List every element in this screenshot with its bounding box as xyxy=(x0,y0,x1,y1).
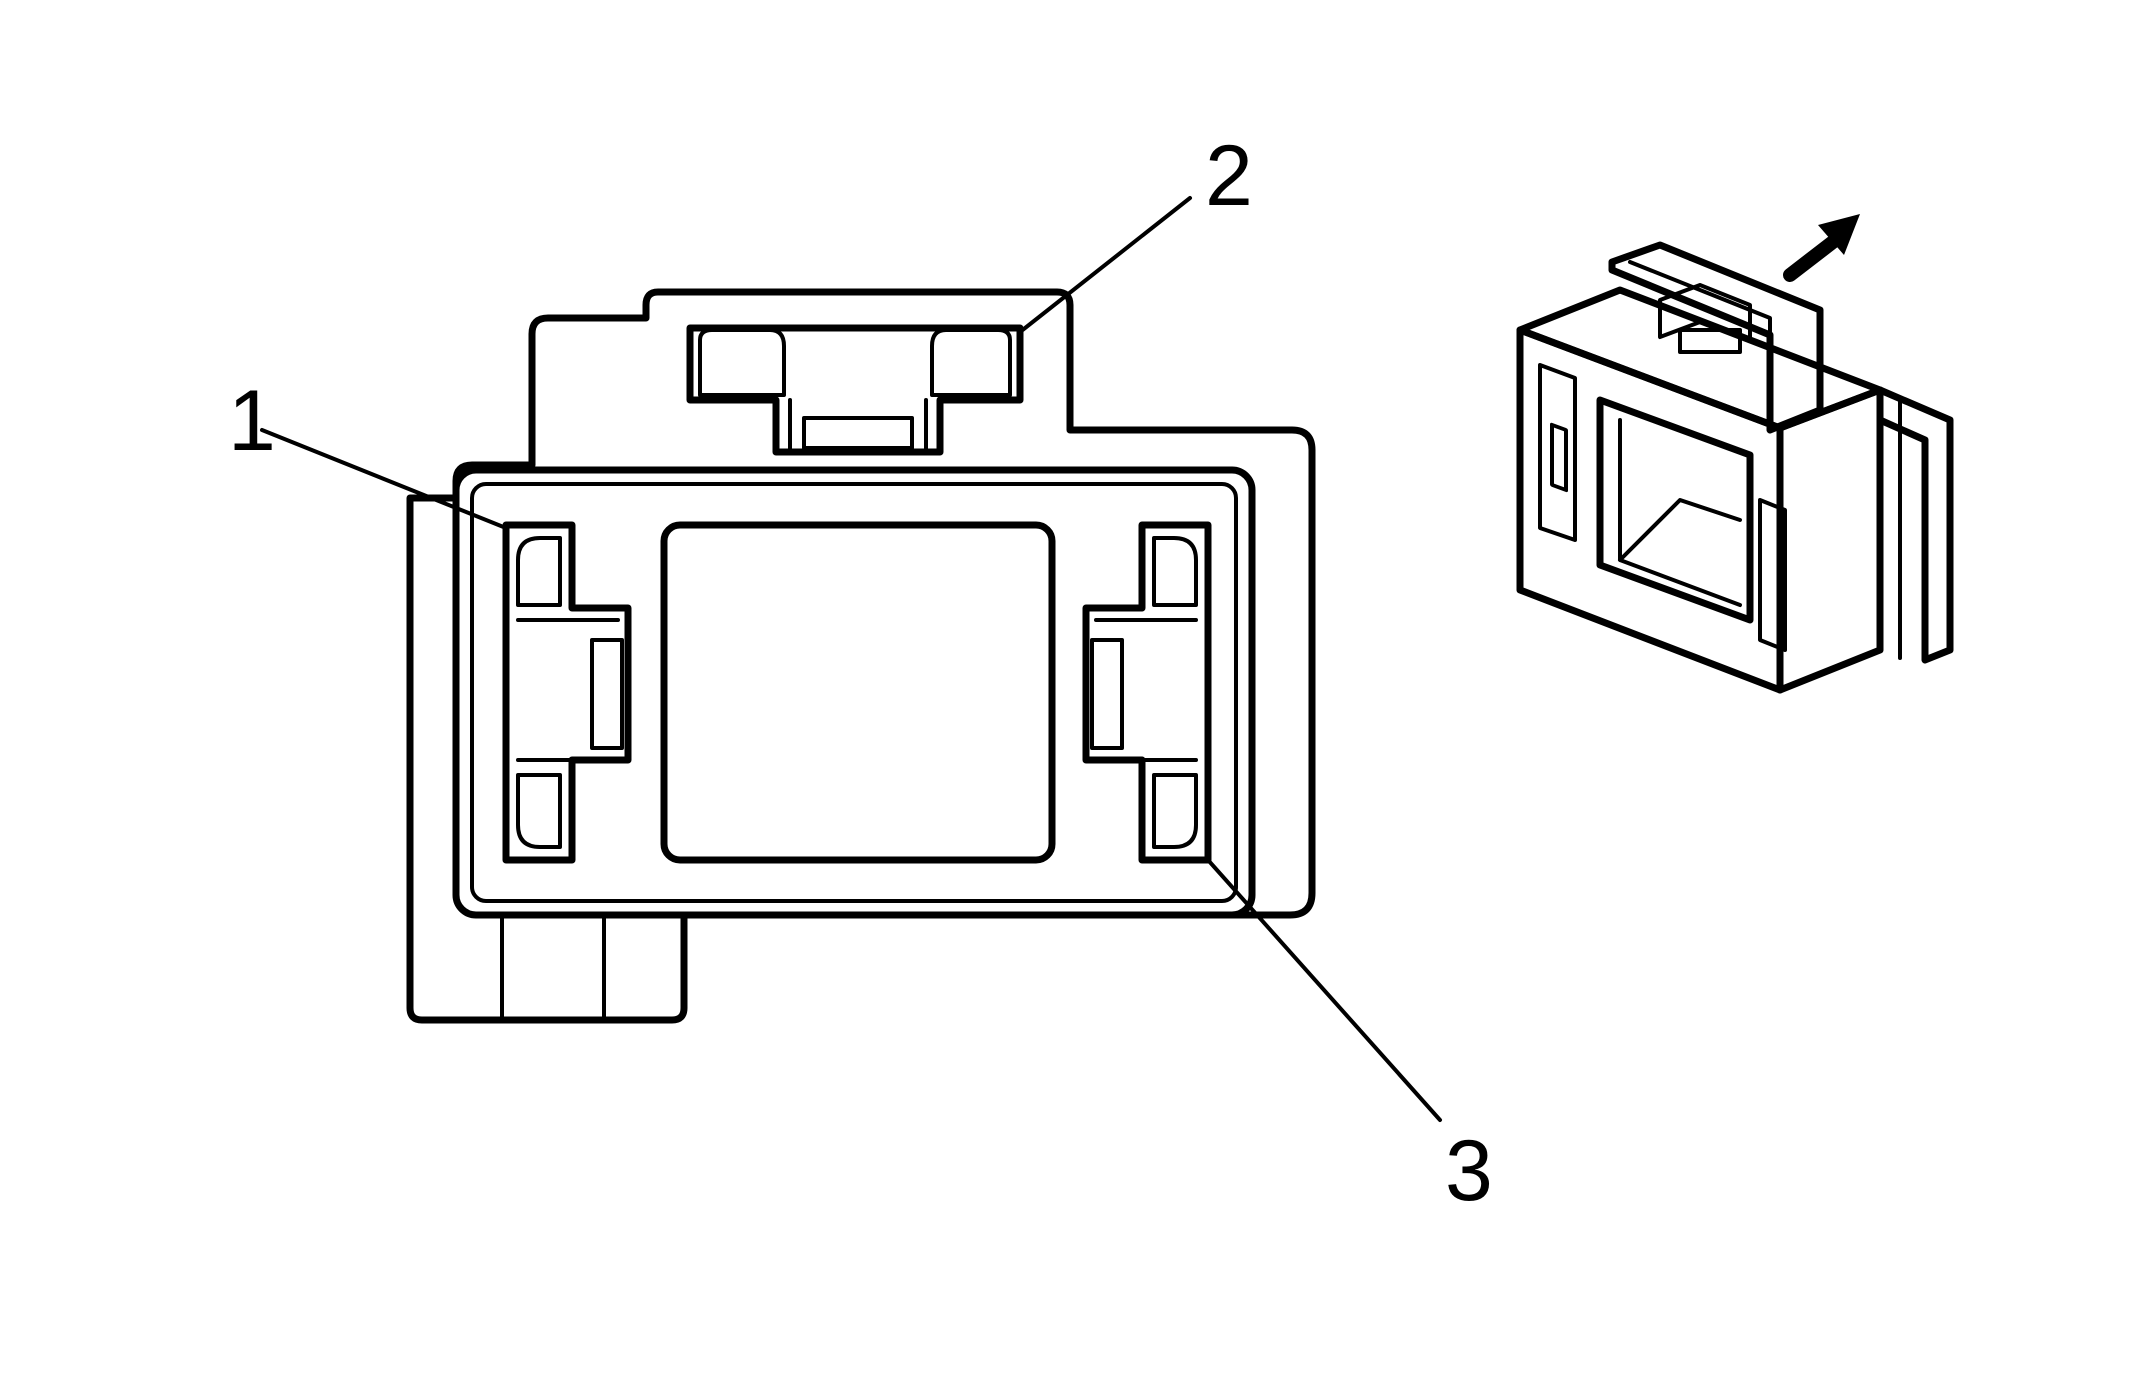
arrow-up-right-icon xyxy=(1783,214,1860,282)
center-cavity xyxy=(660,521,1056,864)
iso-rear-flange xyxy=(1876,386,1954,664)
face-frame-inner xyxy=(470,482,1238,903)
callout-1: 1 xyxy=(228,373,508,530)
iso-body-front xyxy=(1516,326,1784,694)
iso-body-side xyxy=(1776,386,1884,694)
top-latch xyxy=(686,324,1024,456)
leader-line-3 xyxy=(1206,858,1442,1122)
leader-line-2 xyxy=(1018,196,1192,334)
rear-housing-outline xyxy=(406,288,1316,1024)
callout-label-1: 1 xyxy=(228,373,276,469)
callout-3: 3 xyxy=(1206,858,1493,1219)
connector-isometric-view xyxy=(1516,241,1954,694)
connector-front-view xyxy=(406,288,1316,1024)
callout-label-2: 2 xyxy=(1205,128,1253,224)
right-latch xyxy=(1082,521,1212,864)
iso-top-latch xyxy=(1608,241,1824,434)
callout-label-3: 3 xyxy=(1445,1123,1493,1219)
face-frame-outer xyxy=(452,466,1256,919)
iso-face-cavity xyxy=(1596,396,1754,624)
left-latch xyxy=(502,521,632,864)
callout-2: 2 xyxy=(1018,128,1253,334)
leader-line-1 xyxy=(260,428,508,530)
